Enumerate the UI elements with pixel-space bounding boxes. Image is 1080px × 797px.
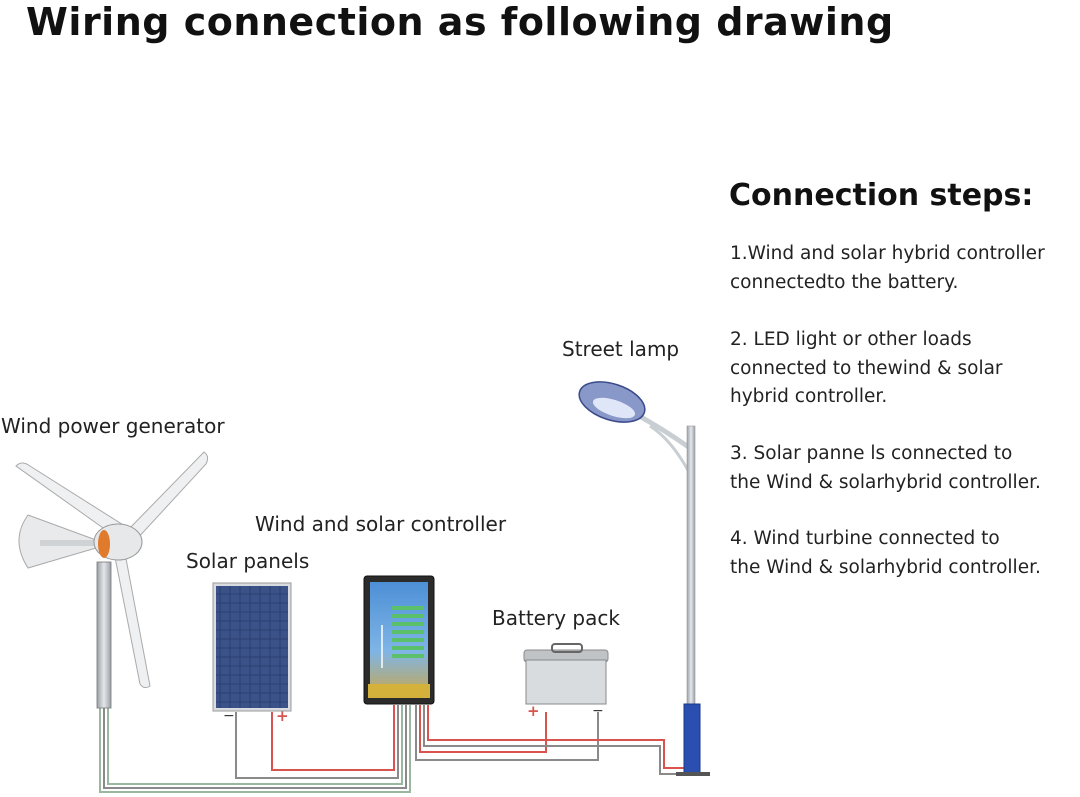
turbine-blade-3 — [113, 547, 151, 689]
step-3-line-2: the Wind & solarhybrid controller. — [730, 471, 1041, 493]
step-3-line-1: 3. Solar panne ls connected to — [730, 443, 1013, 464]
lamp-foot — [676, 772, 710, 776]
battery-handle — [551, 643, 583, 653]
step-4-line-2: the Wind & solarhybrid controller. — [730, 556, 1041, 578]
turbine-tail-boom — [40, 540, 110, 546]
turbine-tower — [96, 561, 112, 709]
turbine-wire-1 — [99, 700, 411, 793]
controller-led-7 — [392, 654, 424, 658]
turbine-blade-1 — [15, 462, 129, 541]
lamp-base — [683, 703, 701, 775]
battery-positive-terminal: + — [527, 702, 540, 720]
turbine-blade-2 — [125, 451, 209, 541]
lamp-wire-1 — [427, 705, 690, 769]
controller-led-5 — [392, 638, 424, 642]
connection-steps-heading: Connection steps: — [729, 178, 1034, 213]
battery-positive-wire — [419, 705, 547, 753]
solar-panel-cells — [216, 586, 288, 708]
controller-led-6 — [392, 646, 424, 650]
step-4-line-1: 4. Wind turbine connected to — [730, 528, 1000, 549]
battery-pack: + − — [523, 643, 609, 720]
controller-terminal-strip — [368, 684, 430, 698]
solar-negative-terminal: − — [223, 708, 235, 724]
battery-pack-label: Battery pack — [492, 606, 620, 630]
controller-led-3 — [392, 622, 424, 626]
step-2-line-3: hybrid controller. — [730, 386, 888, 407]
lamp-pole — [686, 425, 696, 707]
turbine-wire-2 — [103, 700, 407, 789]
wire-bundle — [99, 700, 690, 793]
wind-generator-label: Wind power generator — [1, 414, 225, 438]
wind-turbine — [15, 451, 209, 709]
battery-body — [525, 659, 607, 705]
controller-led-2 — [392, 614, 424, 618]
step-1-line-2: connectedto the battery. — [730, 271, 959, 293]
street-lamp — [578, 381, 710, 776]
turbine-hub-ring — [98, 530, 110, 558]
step-2-line-1: 2. LED light or other loads — [730, 329, 972, 350]
controller-led-1 — [392, 606, 424, 610]
solar-negative-wire — [235, 705, 399, 779]
solar-panel: − + — [212, 582, 292, 725]
step-1-line-1: 1.Wind and solar hybrid controller — [730, 243, 1045, 264]
solar-positive-wire — [271, 705, 395, 771]
step-2-line-2: connected to thewind & solar — [730, 357, 1003, 379]
solar-panels-label: Solar panels — [186, 549, 310, 573]
lamp-wire-2 — [423, 705, 690, 775]
battery-negative-wire — [415, 705, 599, 761]
controller-led-4 — [392, 630, 424, 634]
controller-label: Wind and solar controller — [255, 512, 507, 536]
diagram-title: Wiring connection as following drawing — [26, 0, 894, 44]
solar-positive-terminal: + — [276, 707, 289, 725]
street-lamp-label: Street lamp — [562, 337, 680, 361]
hybrid-controller — [363, 575, 435, 705]
lamp-lens — [592, 397, 636, 419]
turbine-wire-3 — [107, 700, 403, 785]
battery-negative-terminal: − — [592, 703, 604, 719]
